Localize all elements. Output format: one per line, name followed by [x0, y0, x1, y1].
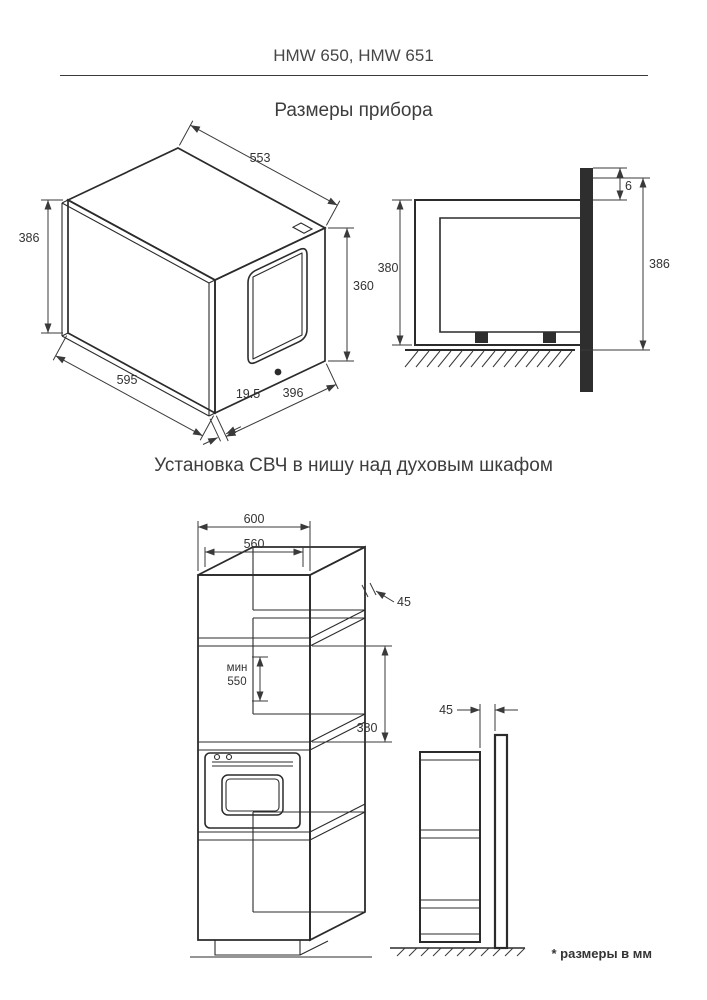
section-title-dimensions: Размеры прибора — [274, 100, 433, 121]
dim-min-depth: мин 550 — [227, 656, 268, 702]
side-shelf-lines — [420, 759, 480, 935]
tall-cabinet — [190, 545, 372, 958]
cabinet-side-view-diagram: 45 — [390, 703, 526, 957]
dim-label-595: 595 — [117, 373, 138, 387]
support-surface-hatch — [404, 349, 575, 368]
dim-label-550: 550 — [227, 676, 246, 688]
door-window — [247, 247, 308, 365]
dim-label-380-niche: 380 — [357, 721, 378, 735]
appliance-foot — [475, 332, 488, 343]
niche-outline — [414, 199, 580, 346]
dim-label-600: 600 — [244, 512, 265, 526]
dim-width-bottom: 595 — [52, 335, 215, 441]
model-title: HMW 650, HMW 651 — [273, 46, 434, 65]
floor-line — [390, 947, 526, 957]
dim-width-top: 553 — [178, 120, 341, 226]
dim-label-6: 6 — [625, 179, 632, 193]
dim-label-386: 386 — [19, 231, 40, 245]
dim-top-gap: 6 — [593, 167, 632, 201]
oven-window — [221, 774, 284, 816]
wall-side-panel — [493, 733, 509, 950]
dim-total-height: 386 — [580, 177, 670, 351]
header-divider — [60, 75, 648, 76]
dim-outer-width: 600 — [197, 512, 311, 571]
dim-door-thickness: 19.5 — [202, 387, 260, 445]
microwave-body — [61, 147, 327, 417]
dim-label-380: 380 — [378, 261, 399, 275]
dim-label-396: 396 — [283, 386, 304, 400]
door-button — [274, 368, 282, 376]
niche-section-diagram: 6 380 386 — [378, 167, 670, 392]
dim-height-left: 386 — [19, 199, 63, 334]
section-title-installation: Установка СВЧ в нишу над духовым шкафом — [154, 455, 553, 476]
cabinet-installation-diagram: 600 560 45 мин 550 380 — [190, 512, 411, 958]
dim-label-min: мин — [227, 662, 248, 674]
dim-label-386-total: 386 — [649, 257, 670, 271]
wall-panel — [580, 168, 593, 392]
dim-niche-height: 380 — [378, 199, 412, 346]
dim-label-19-5: 19.5 — [236, 387, 260, 401]
dim-depth: 396 — [225, 363, 339, 437]
appliance-foot — [543, 332, 556, 343]
dim-label-45: 45 — [397, 595, 411, 609]
dim-label-45-side: 45 — [439, 703, 453, 717]
microwave-isometric-diagram: 553 386 360 595 396 19.5 — [19, 120, 374, 445]
dim-height-right: 360 — [328, 227, 374, 362]
vent-detail — [291, 222, 314, 234]
cabinet-side-outline — [419, 751, 481, 943]
dim-label-360: 360 — [353, 279, 374, 293]
dim-inner-width: 560 — [204, 537, 304, 567]
dim-rear-gap: 45 — [361, 582, 411, 609]
dim-label-560: 560 — [244, 537, 265, 551]
units-footnote: * размеры в мм — [551, 946, 652, 961]
dim-rear-gap-side: 45 — [439, 703, 518, 748]
dim-niche-height: 380 — [312, 645, 392, 743]
appliance-outline — [439, 217, 580, 333]
dim-label-553: 553 — [250, 151, 271, 165]
oven-front — [204, 752, 301, 829]
